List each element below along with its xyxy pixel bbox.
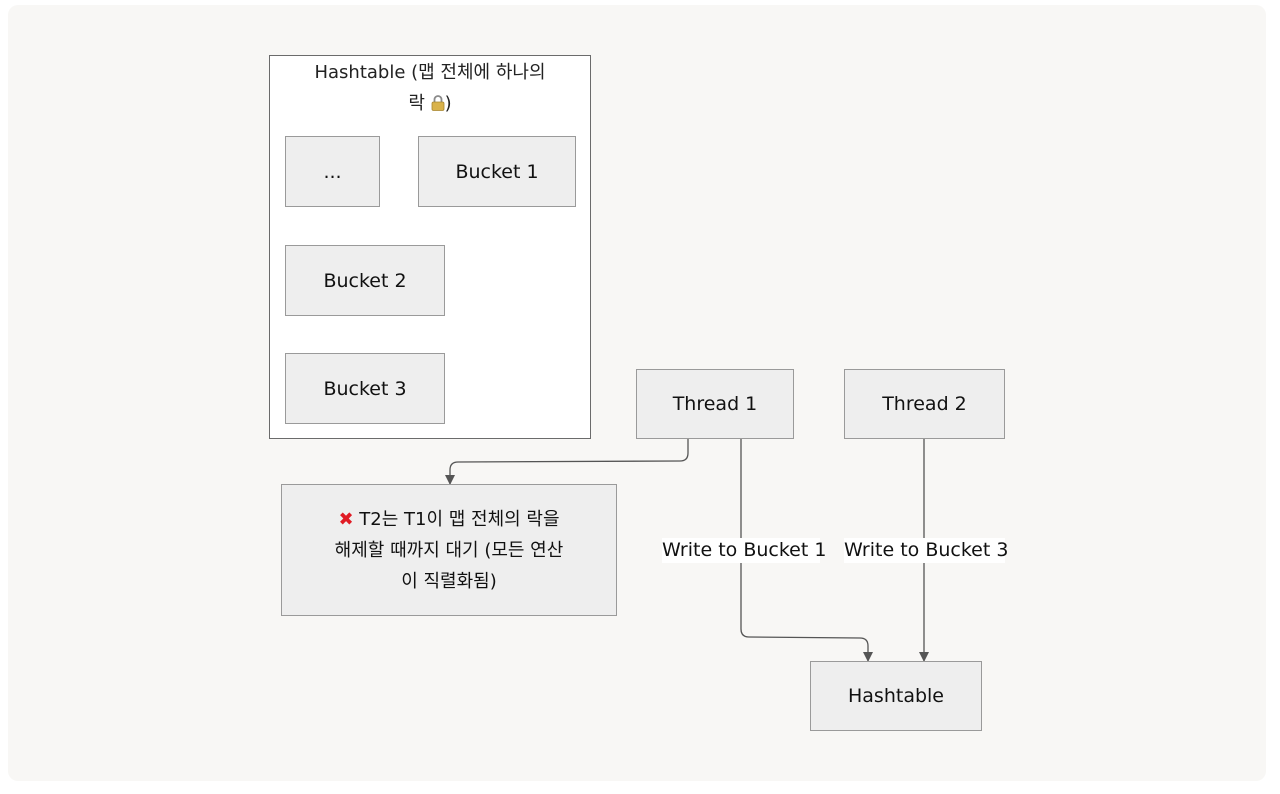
node-bucket-1: Bucket 1 (418, 136, 576, 207)
node-bucket-2: Bucket 2 (285, 245, 445, 316)
note-line3: 이 직렬화됨) (401, 570, 497, 592)
note-line1-text: T2는 T1이 맵 전체의 락을 (359, 508, 560, 530)
cluster-title-suffix: ) (444, 93, 452, 114)
edge-label-write-bucket-1: Write to Bucket 1 (662, 538, 827, 563)
edge-thread1-to-hashtable (740, 439, 873, 662)
note-line1: ✖ T2는 T1이 맵 전체의 락을 (338, 504, 559, 535)
cross-mark-icon: ✖ (338, 508, 354, 530)
cluster-title-line2: 락 ) (269, 88, 591, 119)
node-bucket-3: Bucket 3 (285, 353, 445, 424)
note-line2: 해제할 때까지 대기 (모든 연산 (334, 539, 564, 561)
lock-icon (431, 95, 445, 111)
node-wait-note: ✖ T2는 T1이 맵 전체의 락을 해제할 때까지 대기 (모든 연산 이 직… (281, 484, 617, 616)
cluster-title-line1: Hashtable (맵 전체에 하나의 (314, 62, 546, 83)
edge-label-write-bucket-3: Write to Bucket 3 (844, 538, 1009, 563)
node-ellipsis: ... (285, 136, 380, 207)
diagram-canvas: Hashtable (맵 전체에 하나의 락 ) ... Bucket 1 Bu… (8, 5, 1266, 781)
node-thread-2: Thread 2 (844, 369, 1005, 439)
node-thread-1: Thread 1 (636, 369, 794, 439)
edge-thread1-to-note (445, 439, 689, 485)
node-hashtable: Hashtable (810, 661, 982, 731)
cluster-title: Hashtable (맵 전체에 하나의 락 ) (269, 57, 591, 119)
cluster-title-prefix: 락 (408, 93, 431, 114)
